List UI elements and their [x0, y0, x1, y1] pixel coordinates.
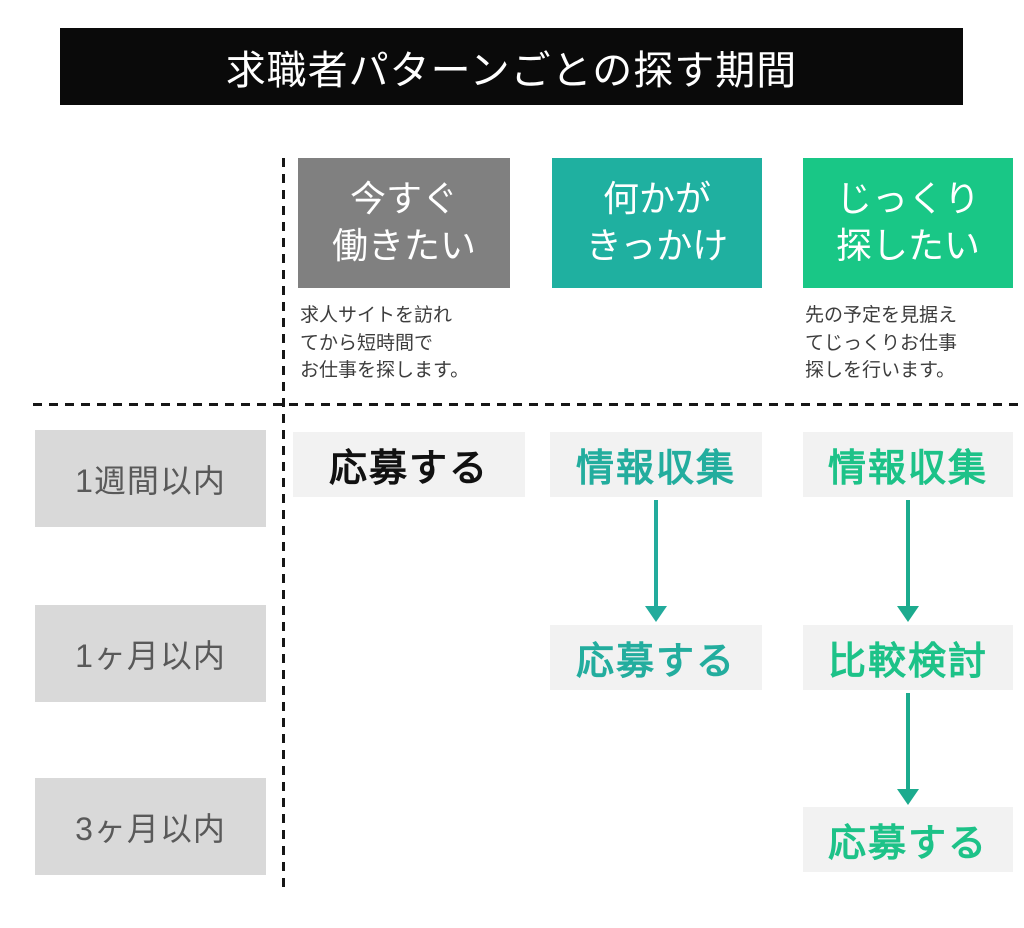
row-label-within-1-week-text: 1週間以内 — [75, 462, 226, 499]
vertical-dashed-axis — [282, 158, 285, 890]
row-label-within-1-month: 1ヶ月以内 — [35, 605, 266, 702]
arrow-head — [897, 606, 919, 622]
arrow-head — [897, 789, 919, 805]
page-title: 求職者パターンごとの探す期間 — [60, 28, 963, 105]
column-header-search-carefully: じっくり 探したい — [803, 158, 1013, 288]
page-title-text: 求職者パターンごとの探す期間 — [225, 48, 798, 93]
column-header-work-now: 今すぐ 働きたい — [298, 158, 510, 288]
cell-month1-compare-careful: 比較検討 — [803, 625, 1013, 690]
down-arrow-icon — [897, 693, 919, 805]
row-label-within-1-month-text: 1ヶ月以内 — [75, 637, 226, 674]
column-description-search-carefully: 先の予定を見据え てじっくりお仕事 探しを行います。 — [805, 305, 958, 382]
cell-month1-apply-trigger: 応募する — [550, 625, 762, 690]
horizontal-dashed-axis — [33, 403, 1024, 406]
column-header-something-trigger-label: 何かが きっかけ — [585, 178, 729, 266]
cell-week1-apply-text: 応募する — [328, 448, 489, 490]
cell-week1-gather-info-trigger: 情報収集 — [550, 432, 762, 497]
row-label-within-3-months: 3ヶ月以内 — [35, 778, 266, 875]
cell-month3-apply-careful: 応募する — [803, 807, 1013, 872]
column-header-work-now-label: 今すぐ 働きたい — [331, 178, 476, 266]
column-header-something-trigger: 何かが きっかけ — [552, 158, 762, 288]
row-label-within-3-months-text: 3ヶ月以内 — [75, 810, 226, 847]
arrow-shaft — [654, 500, 658, 606]
cell-week1-apply: 応募する — [293, 432, 525, 497]
down-arrow-icon — [645, 500, 667, 622]
down-arrow-icon — [897, 500, 919, 622]
cell-month3-apply-careful-text: 応募する — [827, 823, 988, 865]
cell-month1-apply-trigger-text: 応募する — [575, 641, 736, 683]
cell-month1-compare-careful-text: 比較検討 — [827, 641, 988, 683]
cell-week1-gather-info-careful-text: 情報収集 — [827, 448, 988, 490]
arrow-head — [645, 606, 667, 622]
arrow-shaft — [906, 693, 910, 789]
arrow-shaft — [906, 500, 910, 606]
cell-week1-gather-info-trigger-text: 情報収集 — [575, 448, 736, 490]
column-description-work-now: 求人サイトを訪れ てから短時間で お仕事を探します。 — [300, 305, 470, 382]
column-header-search-carefully-label: じっくり 探したい — [835, 178, 980, 266]
cell-week1-gather-info-careful: 情報収集 — [803, 432, 1013, 497]
row-label-within-1-week: 1週間以内 — [35, 430, 266, 527]
